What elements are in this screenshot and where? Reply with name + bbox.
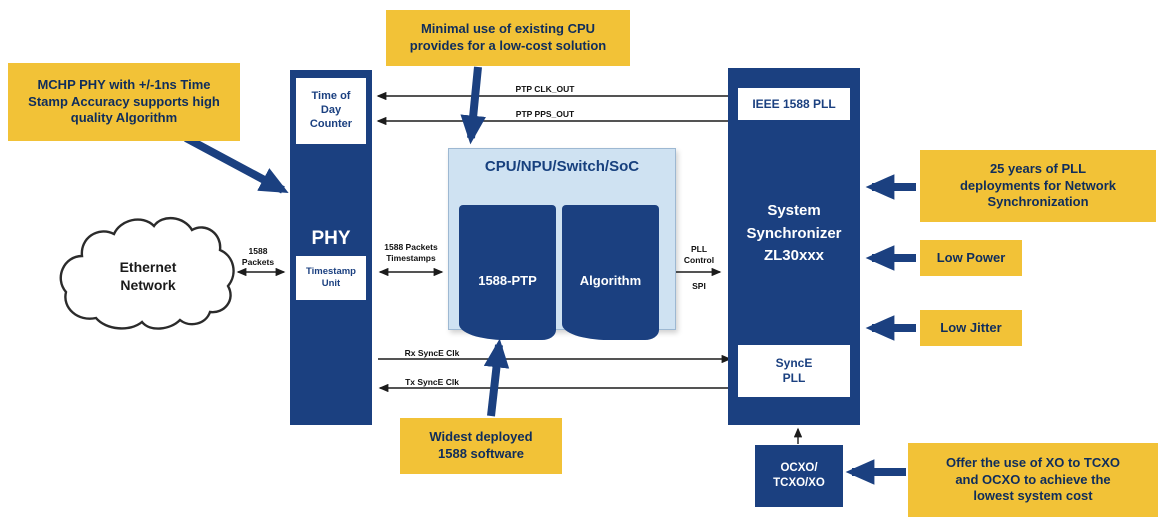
callout-mchp-phy: MCHP PHY with +/-1ns Time Stamp Accuracy… [8,63,240,141]
phy-title: PHY [311,228,351,249]
label-ptp-clk-out: PTP CLK_OUT [515,84,575,94]
system-synchronizer-block: IEEE 1588 PLL System Synchronizer ZL30xx… [728,68,860,425]
callout-pll-deployments: 25 years of PLL deployments for Network … [920,150,1156,222]
time-of-day-counter-box: Time of Day Counter [296,78,366,144]
ethernet-network-label: Ethernet Network [119,259,177,294]
algorithm-block: Algorithm [562,205,659,340]
label-ptp-pps-out: PTP PPS_OUT [515,109,575,119]
label-rx-synce-clk: Rx SyncE Clk [404,348,460,358]
synchronizer-title: System Synchronizer ZL30xxx [746,202,842,264]
cpu-block: CPU/NPU/Switch/SoC 1588-PTP Algorithm [448,148,676,340]
label-1588-packets: 1588 Packets [241,246,275,267]
timestamp-unit-box: Timestamp Unit [296,256,366,300]
ethernet-cloud-shape [59,217,235,330]
label-packets-timestamps: 1588 Packets Timestamps [384,242,438,263]
arrow-mchp-to-phy [184,134,289,194]
callout-widest-1588: Widest deployed 1588 software [400,418,562,474]
callout-xo-cost: Offer the use of XO to TCXO and OCXO to … [908,443,1158,517]
label-spi: SPI [692,281,706,291]
ptp-1588-block: 1588-PTP [459,205,556,340]
callout-cpu-use: Minimal use of existing CPU provides for… [386,10,630,66]
arrow-widest-to-1588ptp [483,338,510,417]
cpu-title: CPU/NPU/Switch/SoC [484,158,640,175]
callout-low-jitter: Low Jitter [920,310,1022,346]
ieee-1588-pll-box: IEEE 1588 PLL [738,88,850,120]
synce-pll-box: SyncE PLL [738,345,850,397]
oscillator-block: OCXO/ TCXO/XO [755,445,843,507]
phy-block: Time of Day Counter PHY Timestamp Unit [290,70,372,425]
arrow-cpu-callout-to-cpu [460,66,486,145]
callout-low-power: Low Power [920,240,1022,276]
label-tx-synce-clk: Tx SyncE Clk [405,377,459,387]
label-pll-control: PLL Control [683,244,715,265]
